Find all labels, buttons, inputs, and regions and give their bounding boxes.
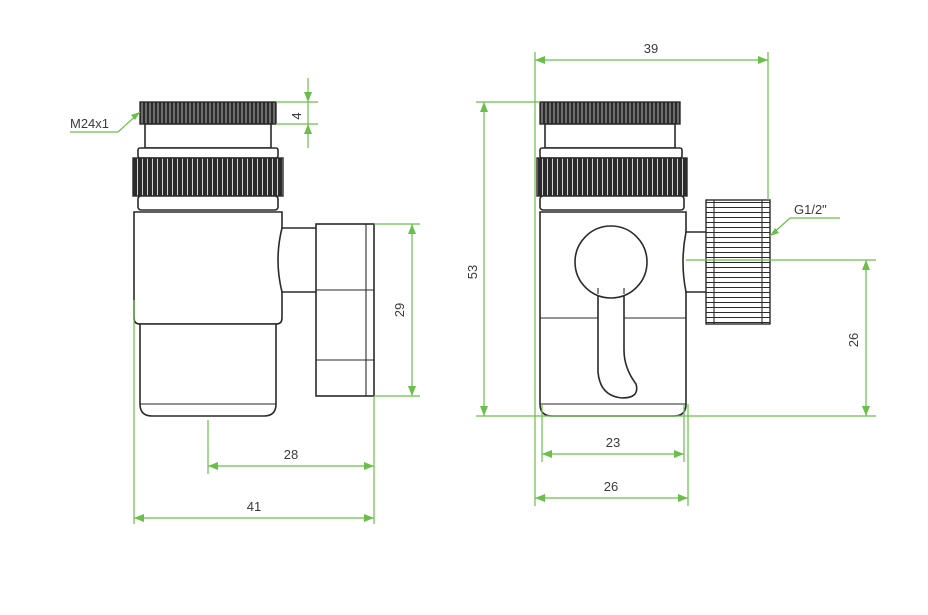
right-outlet-thread [705, 199, 771, 325]
left-knurled-nut [132, 157, 284, 197]
right-dim-top-width: 39 [644, 41, 658, 56]
left-dimensions: M24x1 4 29 28 41 [70, 78, 420, 524]
left-body [133, 211, 283, 325]
lever-knob [574, 225, 648, 299]
right-shoulder [539, 147, 683, 159]
left-side-pipe [277, 227, 319, 293]
left-top-thread [139, 101, 277, 125]
right-dimensions: 39 53 G1/2" 26 23 26 [465, 41, 876, 506]
right-top-thread [539, 101, 681, 125]
left-dim-outlet-height: 29 [392, 303, 407, 317]
right-knurled-nut [536, 157, 688, 197]
left-dim-outlet-offset: 28 [284, 447, 298, 462]
left-nut-base [137, 195, 279, 211]
left-side-nut [315, 223, 375, 397]
left-neck [144, 123, 272, 149]
right-dim-total-height: 53 [465, 265, 480, 279]
right-neck [544, 123, 676, 149]
left-shoulder [137, 147, 279, 159]
right-outlet-stub [682, 231, 709, 293]
left-thread-label: M24x1 [70, 116, 109, 131]
left-dim-total-width: 41 [247, 499, 261, 514]
right-dim-outlet-height: 26 [846, 333, 861, 347]
right-outlet-label: G1/2" [794, 202, 827, 217]
right-view [536, 101, 771, 417]
right-dim-body-width-inner: 23 [606, 435, 620, 450]
left-view [132, 101, 375, 417]
right-nut-base [539, 195, 685, 211]
left-dim-thread-height: 4 [289, 112, 304, 119]
lever-handle [597, 289, 638, 399]
right-dim-body-width-outer: 26 [604, 479, 618, 494]
left-lower-tube [139, 323, 277, 417]
